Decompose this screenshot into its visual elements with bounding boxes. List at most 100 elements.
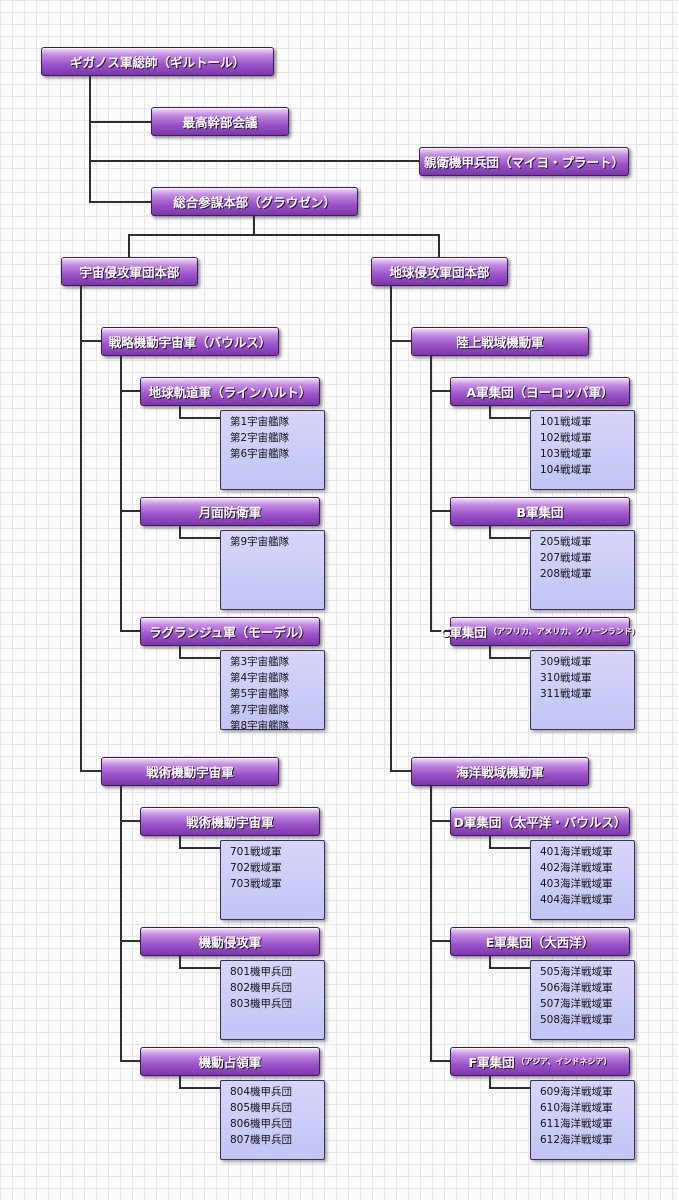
connector-line [489, 955, 491, 968]
connector-line [430, 785, 432, 1062]
unit-item: 804機甲兵団 [230, 1086, 293, 1098]
node-label: C軍集団 [440, 625, 487, 640]
unit-item: 610海洋戦域軍 [540, 1102, 613, 1114]
node-strategic-army: 戦略機動宇宙軍（バウルス） [101, 327, 279, 356]
node-label: D軍集団（太平洋・バウルス） [453, 815, 627, 830]
node-earth-invasion-hq: 地球侵攻軍団本部 [371, 257, 508, 286]
node-label: 地球軌道軍（ラインハルト） [148, 385, 312, 400]
node-label: E軍集団（大西洋） [485, 935, 595, 950]
connector-line [128, 234, 440, 236]
unit-item: 第6宇宙艦隊 [230, 448, 290, 460]
connector-line [430, 820, 450, 822]
unit-item: 701戦域軍 [230, 846, 282, 858]
node-label: 月面防衛軍 [198, 505, 262, 520]
node-executive-council: 最高幹部会議 [151, 107, 289, 136]
node-land-army: 陸上戦域機動軍 [411, 327, 589, 356]
connector-line [489, 417, 531, 419]
connector-line [120, 510, 140, 512]
unit-item: 208戦域軍 [540, 568, 592, 580]
unit-item: 802機甲兵団 [230, 982, 293, 994]
connector-line [179, 967, 221, 969]
unit-list: 801機甲兵団 802機甲兵団 803機甲兵団 [220, 960, 325, 1040]
unit-item: 612海洋戦域軍 [540, 1134, 613, 1146]
connector-line [179, 847, 221, 849]
unit-item: 801機甲兵団 [230, 966, 293, 978]
unit-item: 第8宇宙艦隊 [230, 720, 290, 732]
connector-line [120, 630, 140, 632]
node-label: F軍集団 [468, 1055, 515, 1070]
unit-item: 508海洋戦域軍 [540, 1014, 613, 1026]
node-label: A軍集団（ヨーロッパ軍） [466, 385, 614, 400]
connector-line [179, 835, 181, 848]
node-label: ラグランジュ軍（モーデル） [149, 625, 311, 640]
connector-line [489, 967, 531, 969]
connector-line [128, 234, 130, 258]
node-strategic-group-2: 月面防衛軍 [140, 497, 320, 526]
connector-line [390, 770, 411, 772]
unit-item: 103戦域軍 [540, 448, 592, 460]
node-space-invasion-hq: 宇宙侵攻軍団本部 [61, 257, 198, 286]
unit-item: 702戦域軍 [230, 862, 282, 874]
connector-line [179, 537, 221, 539]
connector-line [489, 645, 491, 658]
connector-line [489, 1075, 491, 1088]
connector-line [120, 390, 140, 392]
unit-item: 102戦域軍 [540, 432, 592, 444]
node-strategic-group-1: 地球軌道軍（ラインハルト） [140, 377, 320, 406]
unit-item: 806機甲兵団 [230, 1118, 293, 1130]
node-tactical-group-2: 機動侵攻軍 [140, 927, 320, 956]
unit-item: 803機甲兵団 [230, 998, 293, 1010]
unit-item: 507海洋戦域軍 [540, 998, 613, 1010]
unit-item: 207戦域軍 [540, 552, 592, 564]
node-label: 陸上戦域機動軍 [456, 335, 544, 350]
node-land-group-1: A軍集団（ヨーロッパ軍） [450, 377, 630, 406]
node-label: B軍集団 [516, 505, 564, 520]
connector-line [80, 285, 82, 772]
unit-item: 第2宇宙艦隊 [230, 432, 290, 444]
unit-item: 第9宇宙艦隊 [230, 536, 290, 548]
connector-line [489, 657, 531, 659]
node-label: 戦術機動宇宙軍 [186, 815, 274, 830]
connector-line [430, 355, 432, 632]
connector-line [179, 1087, 221, 1089]
node-sea-group-2: E軍集団（大西洋） [450, 927, 630, 956]
node-sea-group-1: D軍集団（太平洋・バウルス） [450, 807, 630, 836]
connector-line [120, 820, 140, 822]
unit-item: 403海洋戦域軍 [540, 878, 613, 890]
node-sea-army: 海洋戦域機動軍 [411, 757, 589, 786]
connector-line [120, 1060, 140, 1062]
unit-item: 第1宇宙艦隊 [230, 416, 290, 428]
connector-line [489, 1087, 531, 1089]
connector-line [489, 847, 531, 849]
node-label: 機動侵攻軍 [198, 935, 262, 950]
unit-list: 701戦域軍 702戦域軍 703戦域軍 [220, 840, 325, 920]
node-tactical-army: 戦術機動宇宙軍 [101, 757, 279, 786]
node-tactical-group-3: 機動占領軍 [140, 1047, 320, 1076]
connector-line [489, 835, 491, 848]
connector-line [120, 940, 140, 942]
unit-item: 805機甲兵団 [230, 1102, 293, 1114]
connector-line [430, 630, 450, 632]
connector-line [179, 645, 181, 658]
unit-item: 703戦域軍 [230, 878, 282, 890]
connector-line [430, 510, 450, 512]
node-general-staff: 総合参謀本部（グラウゼン） [151, 187, 358, 216]
unit-item: 310戦域軍 [540, 672, 592, 684]
unit-item: 401海洋戦域軍 [540, 846, 613, 858]
connector-line [89, 75, 91, 202]
unit-list: 205戦域軍 207戦域軍 208戦域軍 [530, 530, 635, 610]
unit-item: 506海洋戦域軍 [540, 982, 613, 994]
connector-line [430, 940, 450, 942]
connector-line [430, 390, 450, 392]
node-label: 戦術機動宇宙軍 [146, 765, 234, 780]
connector-line [179, 657, 221, 659]
unit-item: 205戦域軍 [540, 536, 592, 548]
unit-item: 402海洋戦域軍 [540, 862, 613, 874]
connector-line [80, 340, 101, 342]
unit-item: 309戦域軍 [540, 656, 592, 668]
unit-item: 611海洋戦域軍 [540, 1118, 613, 1130]
unit-item: 101戦域軍 [540, 416, 592, 428]
